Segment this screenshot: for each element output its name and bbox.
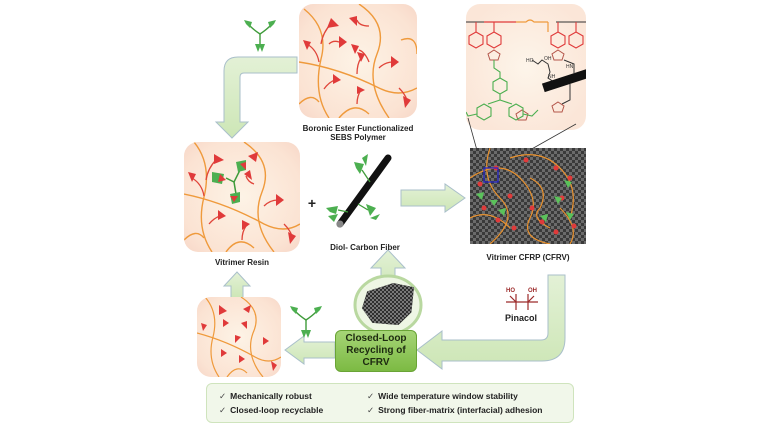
zoom-region-box <box>483 167 499 183</box>
benefit-text: Wide temperature window stability <box>378 391 518 401</box>
chem-label-nh: NH <box>548 74 556 80</box>
sebs-label-line2: SEBS Polymer <box>330 133 386 142</box>
carbon-fiber-end <box>336 220 344 228</box>
arrow-recovered-to-resin <box>222 271 252 299</box>
chemical-structure-graphic: HO OH NH HN <box>466 19 586 121</box>
pinacol-oh: OH <box>528 288 537 294</box>
vitrimer-resin-label: Vitrimer Resin <box>214 258 270 267</box>
benefit-text: Mechanically robust <box>230 391 312 401</box>
arrow-cfrv-to-recycling <box>416 274 566 371</box>
sebs-network-graphic <box>299 4 417 118</box>
benefits-box: ✓Mechanically robust ✓Closed-loop recycl… <box>206 383 574 423</box>
cfrv-composite-image <box>470 148 586 244</box>
diol-groups <box>326 154 380 222</box>
sebs-polymer-panel <box>299 4 417 118</box>
closed-loop-recycling-box: Closed-Loop Recycling of CFRV <box>335 330 417 372</box>
recovered-resin-graphic <box>197 297 281 377</box>
crosslinker-icon <box>244 20 276 52</box>
pinacol-ho: HO <box>506 288 515 294</box>
plus-sign: + <box>307 195 317 211</box>
benefit-text: Strong fiber-matrix (interfacial) adhesi… <box>378 405 543 415</box>
check-icon: ✓ <box>219 405 227 415</box>
recycling-box-line2: Recycling of CFRV <box>346 345 406 368</box>
arrow-fiber-to-cfrv <box>400 183 466 213</box>
recycling-box-line1: Closed-Loop <box>345 333 407 344</box>
benefit-item: ✓Mechanically robust <box>219 391 312 402</box>
carbon-fiber-segment <box>541 68 586 93</box>
vitrimer-resin-panel <box>184 142 300 252</box>
cfrv-network-overlay <box>470 148 577 244</box>
diol-carbon-fiber-label: Diol- Carbon Fiber <box>330 243 400 252</box>
benefit-item: ✓Strong fiber-matrix (interfacial) adhes… <box>367 405 543 416</box>
check-icon: ✓ <box>367 391 375 401</box>
chem-label-oh: OH <box>544 56 552 62</box>
arrow-recycling-to-resin <box>284 335 336 365</box>
released-crosslinker-icon <box>290 306 322 338</box>
carbon-fiber-rod <box>336 154 392 228</box>
pinacol-label: Pinacol <box>504 313 537 323</box>
boronic-ester-arrowheads <box>303 16 411 108</box>
sebs-polymer-label: Boronic Ester Functionalized SEBS Polyme… <box>288 124 428 142</box>
pinacol-structure: HO OH <box>506 288 538 310</box>
benefit-item: ✓Wide temperature window stability <box>367 391 518 402</box>
chemical-structure-panel: HO OH NH HN <box>466 4 586 130</box>
arrow-sebs-to-resin <box>214 56 298 139</box>
benefit-item: ✓Closed-loop recyclable <box>219 405 323 416</box>
vitrimer-resin-graphic <box>184 142 300 252</box>
cfrv-label: Vitrimer CFRP (CFRV) <box>486 253 570 262</box>
benefit-text: Closed-loop recyclable <box>230 405 324 415</box>
chem-label-ho: HO <box>526 58 534 64</box>
check-icon: ✓ <box>219 391 227 401</box>
check-icon: ✓ <box>367 405 375 415</box>
diol-carbon-fiber-graphic <box>326 154 392 228</box>
sebs-label-line1: Boronic Ester Functionalized <box>302 124 414 133</box>
chem-label-hn: HN <box>566 64 574 70</box>
recovered-resin-panel <box>197 297 281 377</box>
